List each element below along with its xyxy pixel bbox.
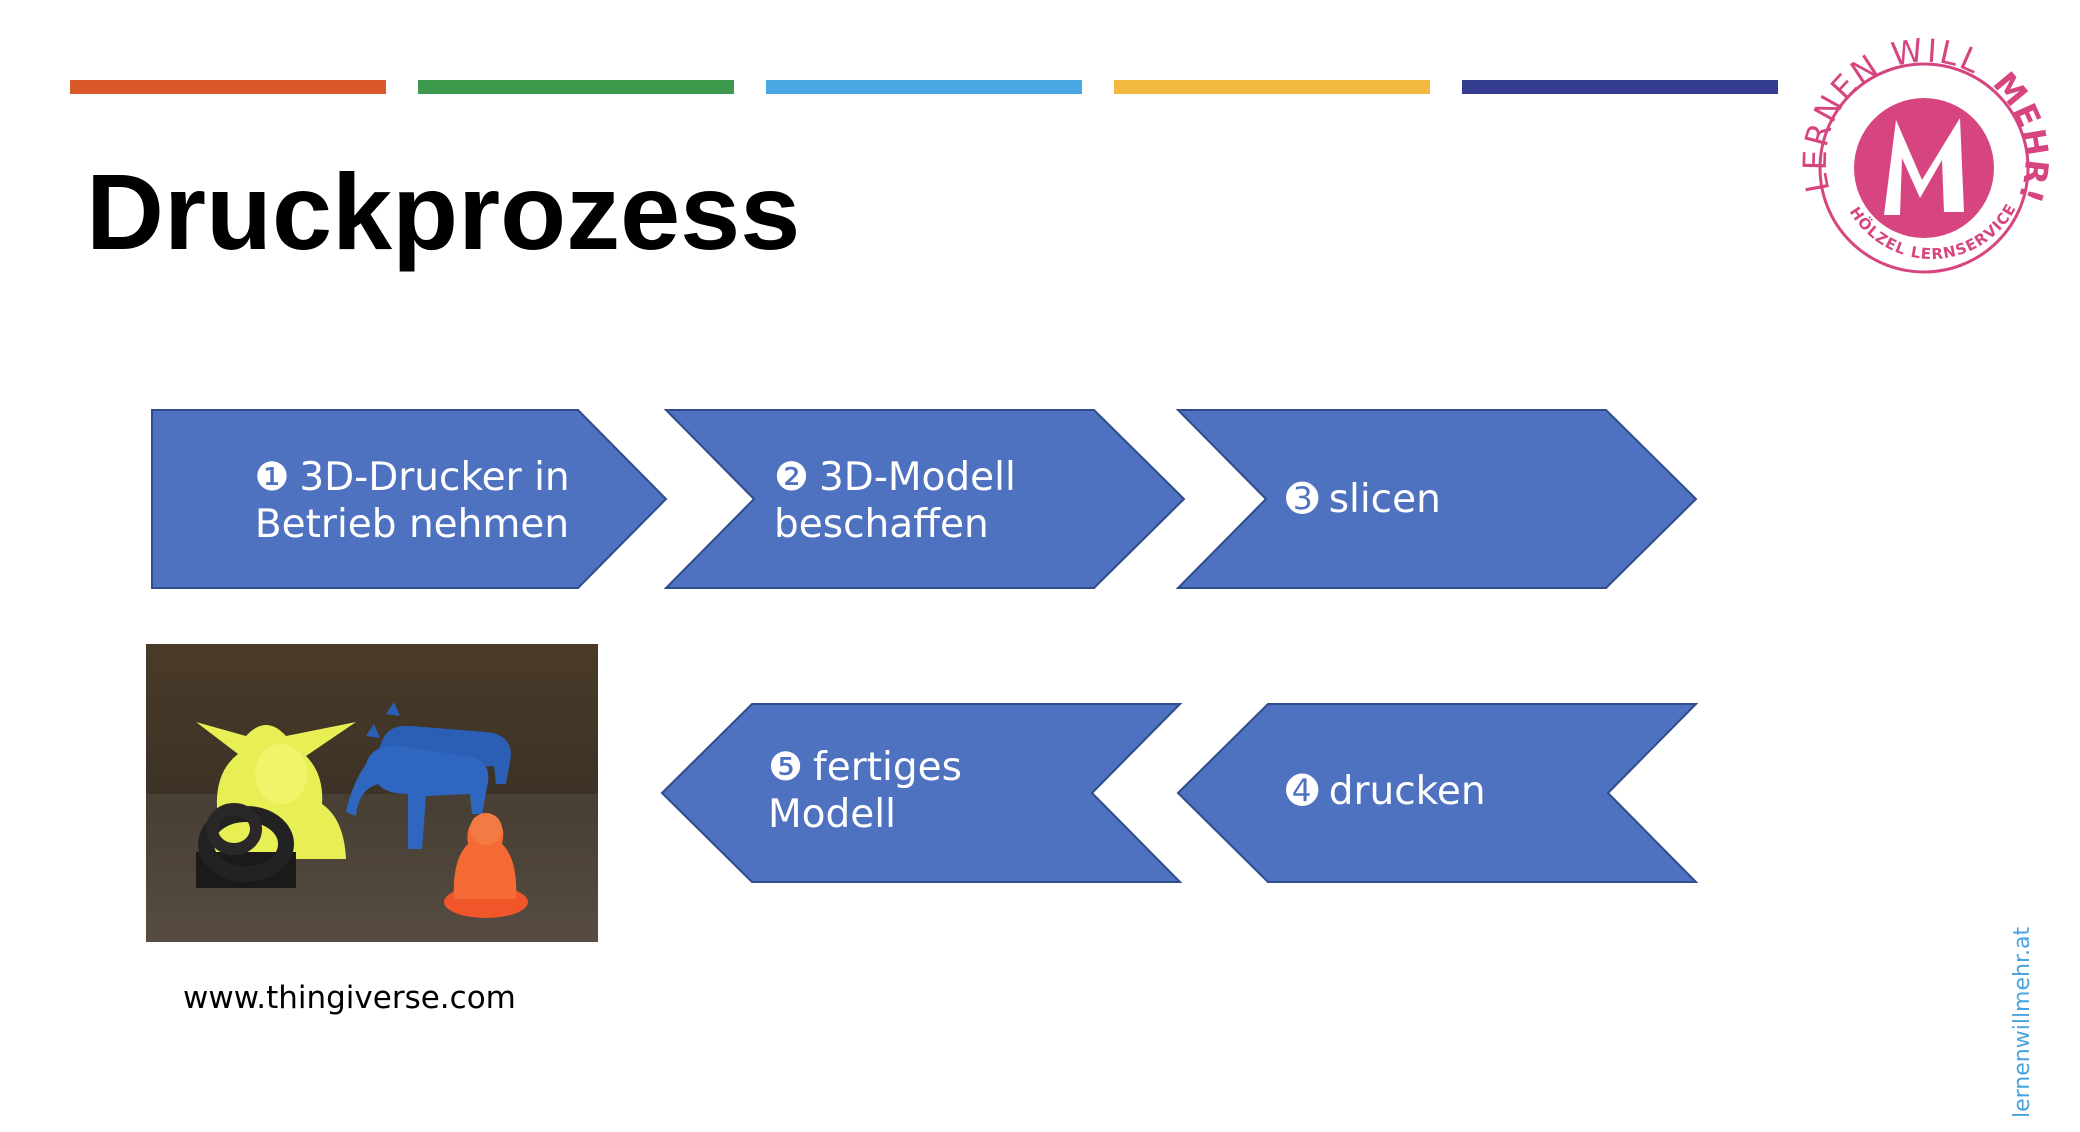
color-bar-orange <box>70 80 386 94</box>
logo-icon: LERNEN WILL MEHR! HÖLZEL LERNSERVICES <box>1786 16 2055 274</box>
color-bar-navy <box>1462 80 1778 94</box>
step-arrow-shape <box>664 409 1186 589</box>
step-1-label-line2: Betrieb nehmen <box>254 502 570 547</box>
color-bar-light-blue <box>766 80 1082 94</box>
step-2-label-line2: beschaffen <box>774 502 989 547</box>
step-4-label: drucken <box>1328 769 1486 814</box>
3d-printed-figures-photo <box>146 644 598 942</box>
step-arrow-shape <box>660 703 1183 883</box>
step-3-label: slicen <box>1328 477 1441 522</box>
step-4-number: ➍ <box>1286 769 1319 814</box>
step-1-label-line1: 3D-Drucker in <box>299 455 570 500</box>
step-2-number: ❷ <box>774 455 809 500</box>
step-arrow-shape <box>1176 409 1698 589</box>
step-1-number: ❶ <box>254 455 290 500</box>
step-5-label-line1: fertiges <box>812 745 962 790</box>
step-2-label-line1: 3D-Modell <box>818 455 1016 500</box>
step-arrow-shape <box>151 409 668 589</box>
color-bar-green <box>418 80 734 94</box>
vertical-website-url: lernenwillmehr.at <box>2010 926 2035 1118</box>
logo-right-text: MEHR! <box>1986 65 2055 208</box>
step-arrow-shape <box>1176 703 1699 883</box>
photo-icon <box>146 644 598 942</box>
photo-source-caption: www.thingiverse.com <box>183 980 516 1016</box>
color-bar-yellow <box>1114 80 1430 94</box>
step-5-number: ❺ <box>768 745 803 790</box>
svg-text:MEHR!: MEHR! <box>1986 65 2054 208</box>
lernen-will-mehr-logo: LERNEN WILL MEHR! HÖLZEL LERNSERVICES <box>1786 16 2055 302</box>
step-5-label-line2: Modell <box>768 792 896 837</box>
step-3-number: ➌ <box>1286 477 1319 522</box>
page-title: Druckprozess <box>86 151 801 272</box>
